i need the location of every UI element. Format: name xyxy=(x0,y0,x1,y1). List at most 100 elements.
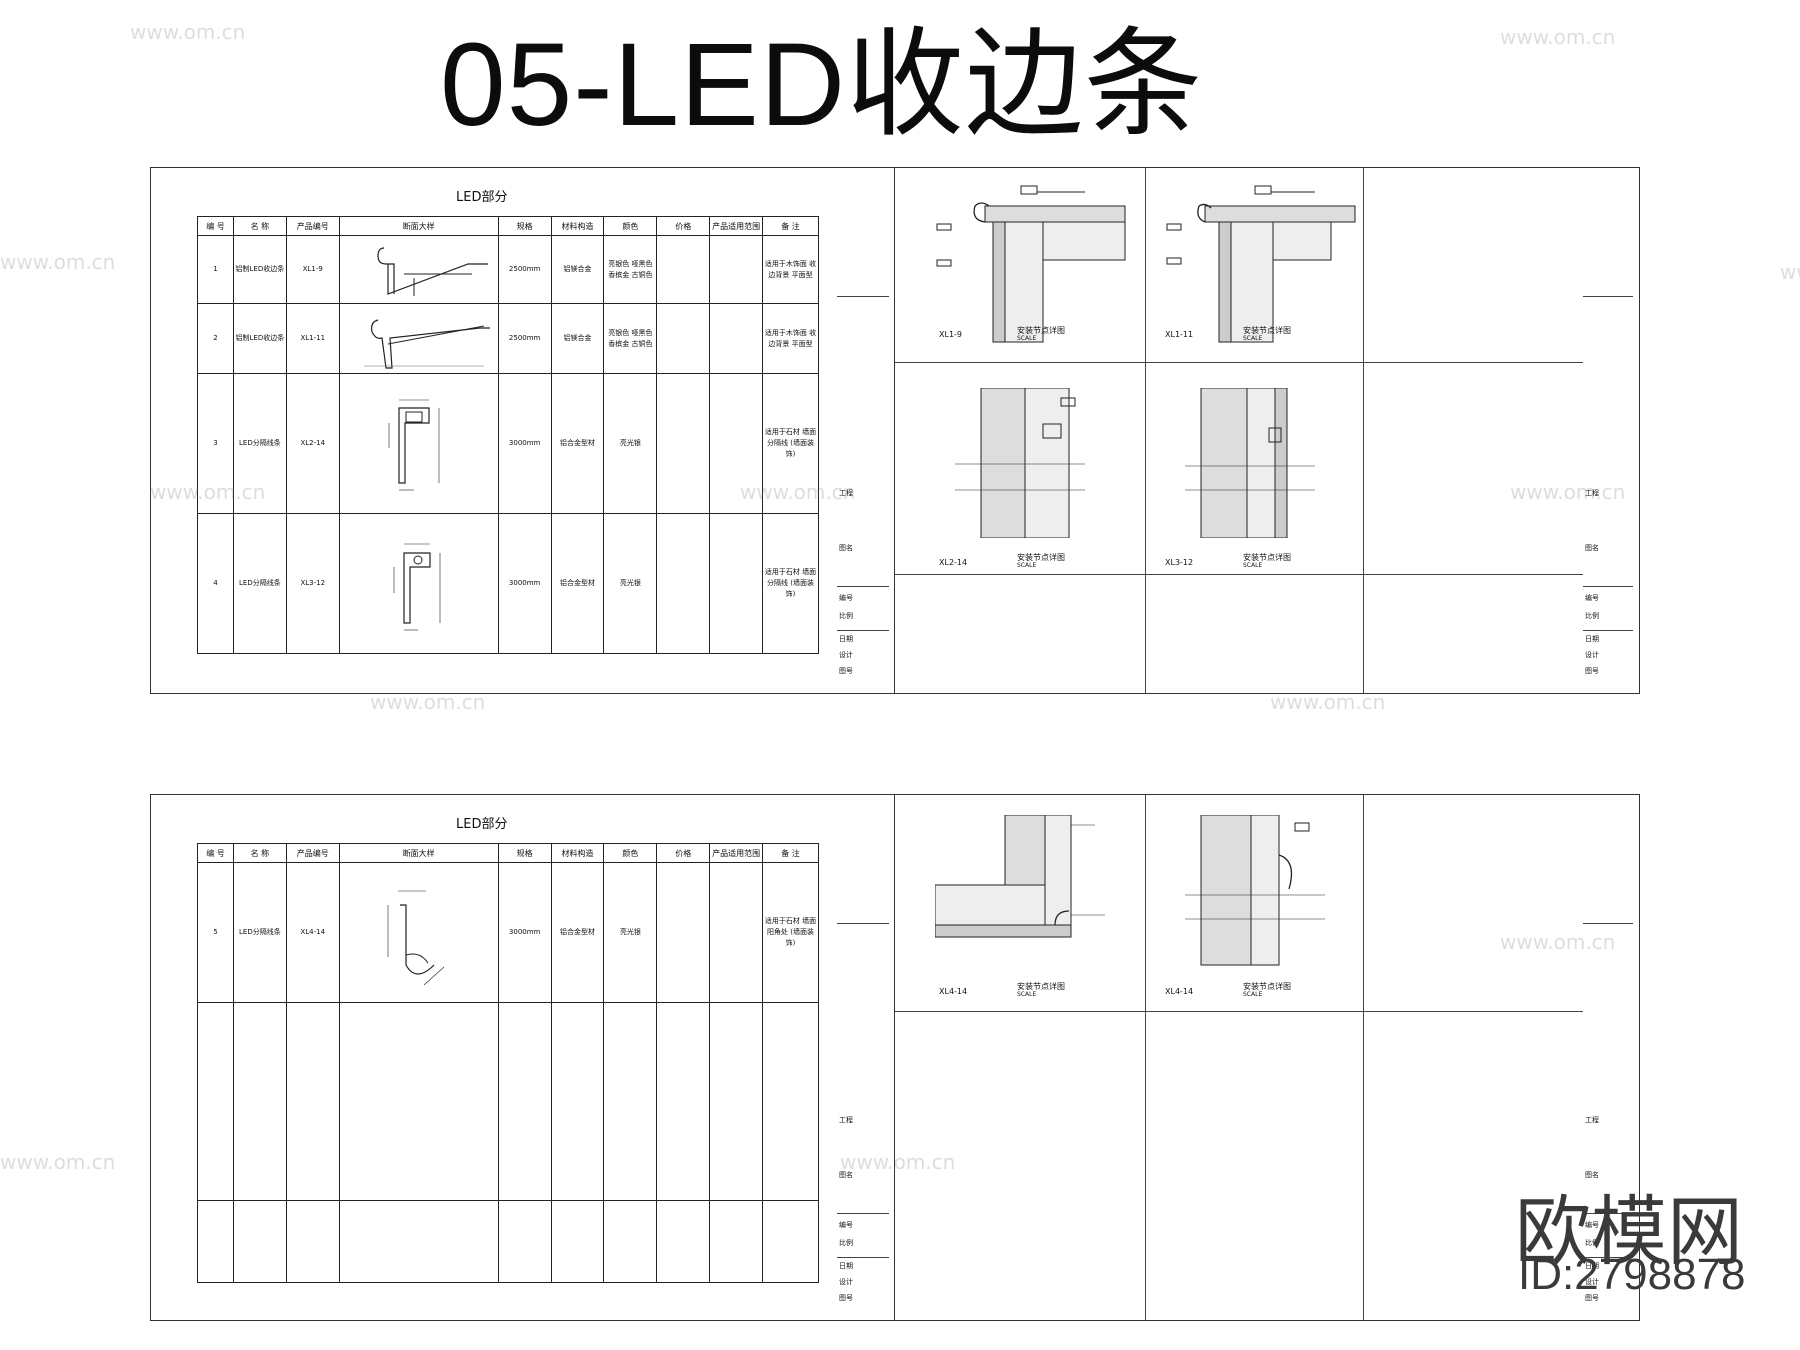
title-block-line xyxy=(837,923,889,924)
col-header: 材料构造 xyxy=(550,216,605,236)
table-row: 1 铝制LED收边条 XL1-9 2500mm 铝镁合金 亮银色 哑黑色 香槟金… xyxy=(197,235,819,304)
sheet-1-detail-panel: XL1-9 安装节点详图 SCALE XL1-11 安装节点详图 SCALE X… xyxy=(894,167,1640,694)
detail-drawing-6 xyxy=(1185,815,1325,966)
product-table: 编 号 名 称 产品编号 断面大样 规格 材料构造 颜色 价格 产品适用范围 备… xyxy=(197,843,819,1283)
detail-drawing-2 xyxy=(1166,185,1356,343)
title-block-label: 日期 xyxy=(1585,635,1599,643)
col-header: 价格 xyxy=(656,843,711,863)
row-scope xyxy=(709,373,764,514)
title-block-line xyxy=(837,630,889,631)
title-block-label: 工程 xyxy=(1585,489,1599,497)
title-block-label: 工程 xyxy=(839,1116,853,1124)
product-table: 编 号 名 称 产品编号 断面大样 规格 材料构造 颜色 价格 产品适用范围 备… xyxy=(197,216,819,654)
detail-caption: 安装节点详图 xyxy=(1017,553,1065,562)
detail-code: XL3-12 xyxy=(1165,558,1194,567)
panel-divider xyxy=(1145,168,1146,693)
detail-scale: SCALE xyxy=(1017,335,1037,342)
title-block-label: 设计 xyxy=(839,651,853,659)
col-header: 断面大样 xyxy=(338,843,499,863)
row-name: 铝制LED收边条 xyxy=(232,303,287,374)
row-spec: 2500mm xyxy=(497,235,552,304)
profile-sketch xyxy=(388,399,439,490)
row-no: 1 xyxy=(197,235,234,304)
title-block-label: 工程 xyxy=(1585,1116,1599,1124)
profile-sketch xyxy=(387,890,444,985)
title-block-label: 日期 xyxy=(1585,1262,1599,1270)
title-block-label: 编号 xyxy=(839,1221,853,1229)
title-block-label: 图名 xyxy=(1585,1171,1599,1179)
col-header: 颜色 xyxy=(603,843,658,863)
title-block-label: 编号 xyxy=(839,594,853,602)
detail-code: XL1-11 xyxy=(1165,330,1194,339)
profile-sketch xyxy=(393,543,440,630)
detail-code: XL4-14 xyxy=(1165,987,1194,996)
title-block-label: 比例 xyxy=(839,1239,853,1247)
col-header: 规格 xyxy=(497,216,552,236)
detail-code: XL4-14 xyxy=(939,987,968,996)
row-note: 适用于石材 墙面阳角处 (墙面装饰) xyxy=(762,862,819,1003)
row-note: 适用于木饰面 收边背景 平面型 xyxy=(762,303,819,374)
row-code: XL1-9 xyxy=(285,235,340,304)
watermark-site-text: www.om.cn xyxy=(0,250,116,274)
row-code: XL3-12 xyxy=(285,513,340,654)
detail-scale: SCALE xyxy=(1243,335,1263,342)
title-block-line xyxy=(837,1213,889,1214)
table-row: 4 LED分隔线条 XL3-12 3000mm 铝合金型材 亮光银 适用于石材 … xyxy=(197,513,819,654)
row-code: XL4-14 xyxy=(285,862,340,1003)
row-material: 铝合金型材 xyxy=(550,513,605,654)
page-title: 05-LED收边条 xyxy=(440,19,1204,151)
title-block-label: 图号 xyxy=(839,667,853,675)
detail-drawing-3 xyxy=(955,388,1085,538)
section-title: LED部分 xyxy=(456,190,508,205)
title-block-label: 图号 xyxy=(1585,1294,1599,1302)
profile-sketch xyxy=(363,318,490,369)
col-header: 编 号 xyxy=(197,843,234,863)
panel-divider xyxy=(895,574,1583,575)
col-header: 名 称 xyxy=(232,843,287,863)
title-block-label: 图号 xyxy=(1585,667,1599,675)
row-price xyxy=(656,373,711,514)
row-note: 适用于石材 墙面分隔线 (墙面装饰) xyxy=(762,513,819,654)
table-row-empty xyxy=(197,1002,819,1201)
row-color: 亮银色 哑黑色 香槟金 古铜色 xyxy=(603,303,658,374)
row-name: 铝制LED收边条 xyxy=(232,235,287,304)
profile-sketch xyxy=(377,246,488,296)
title-block-label: 设计 xyxy=(1585,651,1599,659)
table-row: 2 铝制LED收边条 XL1-11 2500mm 铝镁合金 亮银色 哑黑色 香槟… xyxy=(197,303,819,374)
title-block-label: 日期 xyxy=(839,635,853,643)
row-material: 铝镁合金 xyxy=(550,303,605,374)
row-note: 适用于石材 墙面分隔线 (墙面装饰) xyxy=(762,373,819,514)
detail-caption: 安装节点详图 xyxy=(1243,982,1291,991)
col-header: 名 称 xyxy=(232,216,287,236)
title-block-label: 编号 xyxy=(1585,1221,1599,1229)
row-material: 铝合金型材 xyxy=(550,862,605,1003)
col-header: 材料构造 xyxy=(550,843,605,863)
table-row: 3 LED分隔线条 XL2-14 3000mm 铝合金型材 亮光银 适用于石材 … xyxy=(197,373,819,514)
row-spec: 2500mm xyxy=(497,303,552,374)
detail-drawing-4 xyxy=(1185,388,1315,538)
col-header: 备 注 xyxy=(762,843,819,863)
watermark-site-text: www.om.cn xyxy=(1500,25,1616,49)
panel-divider xyxy=(1145,795,1146,1320)
sheet-2-table-panel: LED部分 编 号 名 称 产品编号 断面大样 规格 材料构造 颜色 价格 产品… xyxy=(150,794,896,1321)
title-block-label: 比例 xyxy=(1585,612,1599,620)
row-spec: 3000mm xyxy=(497,862,552,1003)
detail-scale: SCALE xyxy=(1017,991,1037,998)
title-block-line xyxy=(837,296,889,297)
detail-caption: 安装节点详图 xyxy=(1243,326,1291,335)
row-color: 亮光银 xyxy=(603,862,658,1003)
col-header: 产品编号 xyxy=(285,843,340,863)
row-scope xyxy=(709,513,764,654)
row-name: LED分隔线条 xyxy=(232,513,287,654)
title-block-line xyxy=(1583,923,1633,924)
row-code: XL1-11 xyxy=(285,303,340,374)
col-header: 颜色 xyxy=(603,216,658,236)
watermark-site-text: www.om.cn xyxy=(130,20,246,44)
title-block-label: 比例 xyxy=(1585,1239,1599,1247)
detail-caption: 安装节点详图 xyxy=(1243,553,1291,562)
col-header: 规格 xyxy=(497,843,552,863)
row-spec: 3000mm xyxy=(497,513,552,654)
title-block-line xyxy=(837,586,889,587)
title-block-line xyxy=(1583,1257,1633,1258)
col-header: 产品编号 xyxy=(285,216,340,236)
